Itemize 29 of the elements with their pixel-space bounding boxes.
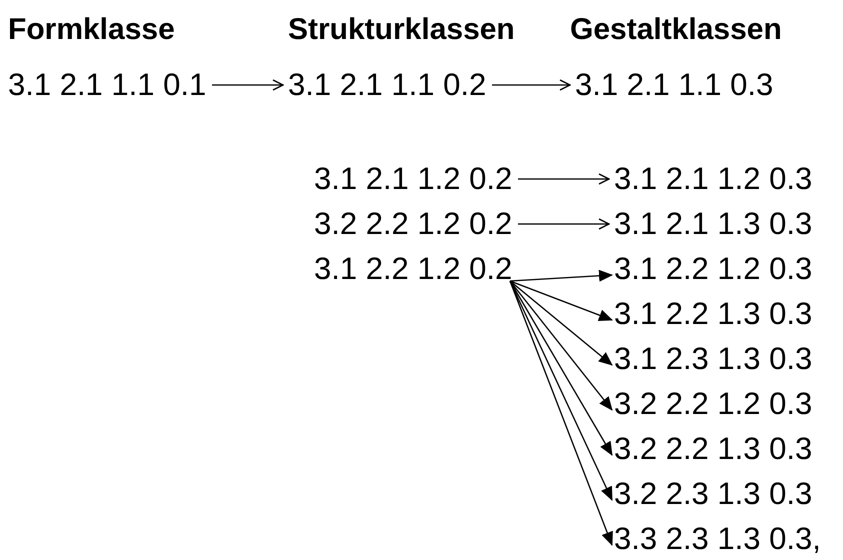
- class-code: 3.1 2.2 1.2 0.2: [314, 251, 512, 287]
- arrow: [518, 218, 610, 230]
- arrow: [509, 280, 613, 501]
- class-code: 3.1 2.3 1.3 0.3: [614, 341, 812, 377]
- class-code: 3.1 2.1 1.3 0.3: [614, 206, 812, 242]
- class-code: 3.1 2.1 1.1 0.2: [288, 67, 486, 103]
- arrow: [492, 79, 571, 91]
- arrow: [518, 173, 610, 185]
- class-code: 3.3 2.3 1.3 0.3,: [614, 521, 821, 557]
- arrow: [509, 280, 613, 456]
- class-code: 3.1 2.2 1.2 0.3: [614, 251, 812, 287]
- arrow: [510, 280, 613, 321]
- class-code: 3.2 2.2 1.3 0.3: [614, 431, 812, 467]
- class-code: 3.1 2.1 1.2 0.3: [614, 161, 812, 197]
- class-code: 3.2 2.3 1.3 0.3: [614, 476, 812, 512]
- class-code: 3.1 2.1 1.2 0.2: [314, 161, 512, 197]
- class-code: 3.1 2.1 1.1 0.1: [8, 67, 206, 103]
- arrow: [510, 280, 613, 411]
- class-code: 3.2 2.2 1.2 0.3: [614, 386, 812, 422]
- column-heading: Strukturklassen: [288, 12, 515, 48]
- column-heading: Gestaltklassen: [570, 12, 782, 48]
- class-code: 3.2 2.2 1.2 0.2: [314, 206, 512, 242]
- arrow: [510, 270, 613, 282]
- arrow: [212, 79, 284, 91]
- column-heading: Formklasse: [8, 12, 175, 48]
- arrow: [510, 280, 613, 366]
- arrow: [509, 280, 613, 546]
- class-code: 3.1 2.2 1.3 0.3: [614, 296, 812, 332]
- class-code: 3.1 2.1 1.1 0.3: [575, 67, 774, 103]
